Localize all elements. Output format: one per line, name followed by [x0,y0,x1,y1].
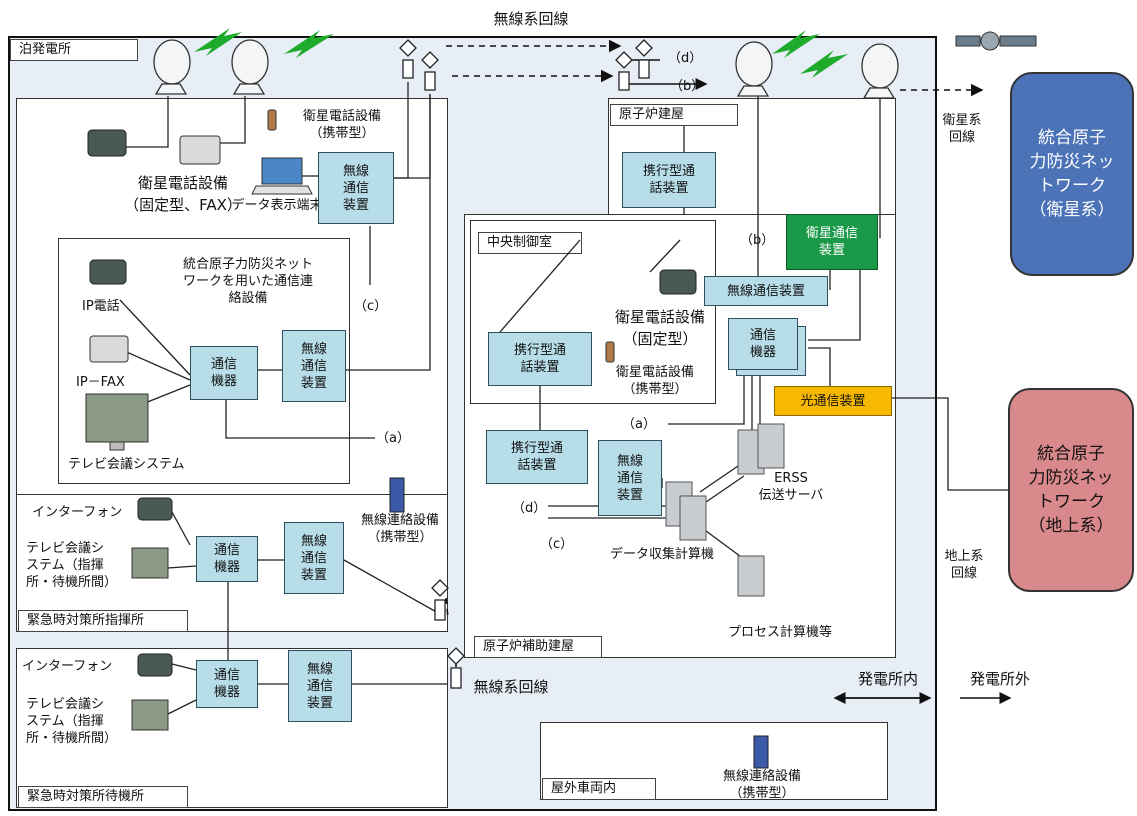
satellite-icon [955,31,1037,51]
satellite-dish-icon [231,39,269,95]
plant-wireless-device: 無線 通信 装置 [598,440,662,516]
wireless-line-top-label: 無線系回線 [493,10,569,28]
integrated-network-title: 統合原子力防災ネット ワークを用いた通信連 絡設備 [182,257,313,306]
standby-comm-device: 通信 機器 [196,660,258,708]
control-room-tag: 中央制御室 [478,232,582,254]
satellite-dish-icon [861,43,899,99]
a-label-hq: （a） [376,431,410,446]
optical-comm-unit: 光通信装置 [774,386,892,416]
inside-plant-label: 発電所内 [857,670,918,688]
plant-sat-phone-fixed-label: 衛星電話設備 （固定型） [614,308,705,348]
fax-icons [89,135,221,363]
satellite-line-label: 衛星系 回線 [942,113,982,145]
hq-network-wireless-device: 無線 通信 装置 [282,330,346,402]
data-collection-label: データ収集計算機 [609,547,714,562]
standby-post-area [16,648,448,808]
plant-sat-phone-mobile-label: 衛星電話設備 （携帯型） [615,365,694,397]
standby-wireless-device: 無線 通信 装置 [288,650,352,722]
vehicle-tag: 屋外車両内 [542,778,656,800]
sat-phone-fixed-label: 衛星電話設備 （固定型、FAX） [124,174,242,214]
vehicle-radio-label: 無線連絡設備 （携帯型） [722,769,801,801]
ground-line-label: 地上系 回線 [944,549,984,581]
reactor-portable-phone: 携行型通 話装置 [622,152,716,208]
b-label-mid: （b） [740,233,775,248]
server-icons [665,423,785,597]
wireless-line-mid-label: 無線系回線 [473,678,549,696]
aux-building-tag: 原子炉補助建屋 [474,636,602,658]
command-interphone-label: インターフォン [32,505,123,520]
d-label-top: （d） [668,51,703,66]
tv-monitor-icons [85,393,169,731]
phone-icons [87,129,697,677]
satellite-dish-icon [735,41,773,97]
command-radio-label: 無線連絡設備 （携帯型） [360,513,439,545]
tv-conference-label: テレビ会議システム [68,457,185,472]
command-comm-device: 通信 機器 [196,536,258,582]
d-label-mid: （d） [512,501,547,516]
mobile-phone-icons [267,109,615,363]
control-portable-phone: 携行型通 話装置 [488,332,592,386]
plant-name-tag: 泊発電所 [10,39,138,61]
outside-plant-label: 発電所外 [969,670,1030,688]
process-computer-label: プロセス計算機等 [727,625,832,640]
standby-tv-conf-label: テレビ会議シ ステム（指揮 所・待機所間） [26,697,118,746]
sat-phone-mobile-label: 衛星電話設備 （携帯型） [302,109,381,141]
plant-comm-device: 通信 機器 [728,318,798,370]
command-wireless-device: 無線 通信 装置 [284,522,344,594]
b-label-top: （b） [670,79,705,94]
satellite-dish-icon [153,39,191,95]
reactor-building-tag: 原子炉建屋 [610,104,738,126]
aux-portable-phone: 携行型通 話装置 [486,430,588,484]
command-post-tag: 緊急時対策所指揮所 [18,610,188,632]
data-terminal-label: データ表示端末 [231,198,323,213]
c-label-mid: （c） [540,537,574,552]
plant-wireless-unit: 無線通信装置 [704,276,828,306]
standby-interphone-label: インターフォン [22,659,113,674]
standby-post-tag: 緊急時対策所待機所 [18,786,188,808]
ground-network-node: 統合原子 力防災ネッ トワーク （地上系） [1008,388,1134,592]
laptop-icon [251,157,313,195]
radio-icons [389,477,769,769]
ip-fax-label: IP－FAX [76,375,125,390]
hq-wireless-unit: 無線 通信 装置 [318,152,394,224]
satellite-comm-unit: 衛星通信 装置 [786,214,878,270]
c-label-hq: （c） [354,299,388,314]
a-label-mid: （a） [622,417,656,432]
erss-label: ERSS 伝送サーバ [758,471,824,503]
satellite-network-node: 統合原子 力防災ネッ トワーク （衛星系） [1010,72,1134,276]
hq-comm-device: 通信 機器 [190,346,258,400]
ip-phone-label: IP電話 [82,299,120,314]
command-tv-conf-label: テレビ会議シ ステム（指揮 所・待機所間） [26,541,118,590]
